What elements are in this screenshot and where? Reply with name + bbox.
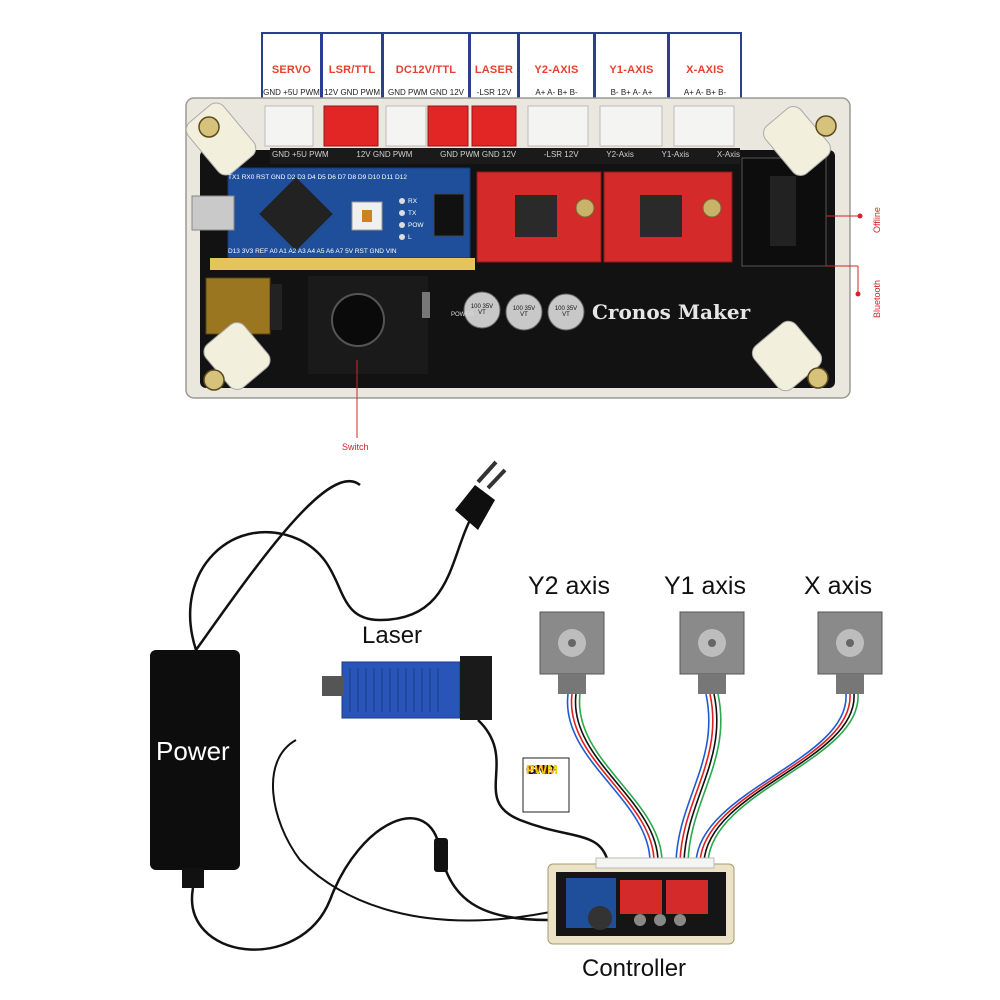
label-laser: Laser xyxy=(362,622,423,649)
silk-label: -LSR 12V xyxy=(543,150,579,159)
led-labels: RX TX POW L xyxy=(408,196,424,244)
nano-top-pins: TX1 RX0 RST GND D2 D3 D4 D5 D6 D7 D8 D9 … xyxy=(228,174,407,181)
silk-label: X-Axis xyxy=(716,150,740,159)
header-title: SERVO xyxy=(271,64,312,76)
silk-label: GND PWM GND 12V xyxy=(440,150,517,159)
atmega-chip xyxy=(259,177,333,251)
wiring-diagram xyxy=(150,460,883,951)
label-axis-y1: Y1 axis xyxy=(664,572,746,600)
motor-wires xyxy=(566,693,859,863)
silk-label: Y2-Axis xyxy=(606,150,634,159)
annotation-bluetooth: Bluetooth xyxy=(872,279,882,318)
led-label: L xyxy=(408,234,412,241)
header-pins: A+ A- B+ B- xyxy=(683,88,727,97)
signal-12v: 12V+ xyxy=(526,762,557,777)
laser-cable xyxy=(477,719,610,863)
power-silk-label: POWER xyxy=(451,312,474,318)
switch-knob xyxy=(331,293,385,347)
led-label: TX xyxy=(408,210,417,217)
silk-label: 12V GND PWM xyxy=(356,150,413,159)
header-pins: A+ A- B+ B- xyxy=(535,88,578,97)
label-axis-y2: Y2 axis xyxy=(528,572,610,600)
stepper-motor-y2 xyxy=(539,611,605,694)
header-pins: 12V GND PWM xyxy=(323,88,380,97)
pin-header-block xyxy=(433,193,465,237)
signal-gnd: GND xyxy=(526,762,555,777)
stepper-motor-x xyxy=(817,611,883,694)
header-pins: -LSR 12V xyxy=(476,88,512,97)
label-controller: Controller xyxy=(582,955,687,982)
capacitor xyxy=(463,291,501,329)
power-plug-icon xyxy=(455,460,507,530)
header-pins: B- B+ A- A+ xyxy=(610,88,653,97)
screws xyxy=(198,115,837,391)
silk-label: GND +5U PWM xyxy=(272,150,329,159)
controller-board-photo xyxy=(185,97,863,438)
header-title: Y2-AXIS xyxy=(534,64,579,76)
annotation-offline: Offline xyxy=(872,207,882,233)
mains-cable xyxy=(194,479,361,651)
led-label: RX xyxy=(408,198,418,205)
header-title: LSR/TTL xyxy=(328,64,376,76)
nano-bottom-pins: D13 3V3 REF A0 A1 A2 A3 A4 A5 A6 A7 5V R… xyxy=(228,248,397,255)
board-silk-row: GND +5U PWM 12V GND PWM GND PWM GND 12V … xyxy=(272,150,740,159)
annotation-switch: Switch xyxy=(342,442,369,452)
capacitor xyxy=(547,293,585,331)
signal-legend-box xyxy=(522,757,570,813)
label-axis-x: X axis xyxy=(804,572,873,600)
stepper-motor-y1 xyxy=(679,611,745,694)
capacitor-label: 100 35V VT xyxy=(470,304,494,316)
header-pins: GND +5U PWM xyxy=(263,88,320,97)
capacitor xyxy=(505,293,543,331)
capacitor-label: 100 35V VT xyxy=(512,306,536,318)
power-supply-brick xyxy=(150,650,240,870)
mains-cable xyxy=(189,519,472,651)
capacitor-label: 100 35V VT xyxy=(554,306,578,318)
header-title: LASER xyxy=(474,64,514,76)
header-pins: GND PWM GND 12V xyxy=(387,88,464,97)
dc-cable xyxy=(190,817,549,951)
laser-module xyxy=(341,661,461,719)
usb-port xyxy=(191,195,235,231)
silk-label: Y1-Axis xyxy=(661,150,690,159)
header-connectors xyxy=(264,105,735,147)
header-title: X-AXIS xyxy=(686,64,724,76)
header-title: Y1-AXIS xyxy=(609,64,654,76)
signal-pwm: PWM xyxy=(526,762,558,777)
brand-logo-text: Cronos Maker xyxy=(592,300,751,324)
header-title: DC12V/TTL xyxy=(395,64,457,76)
label-power: Power xyxy=(156,736,230,766)
led-label: POW xyxy=(408,222,424,229)
